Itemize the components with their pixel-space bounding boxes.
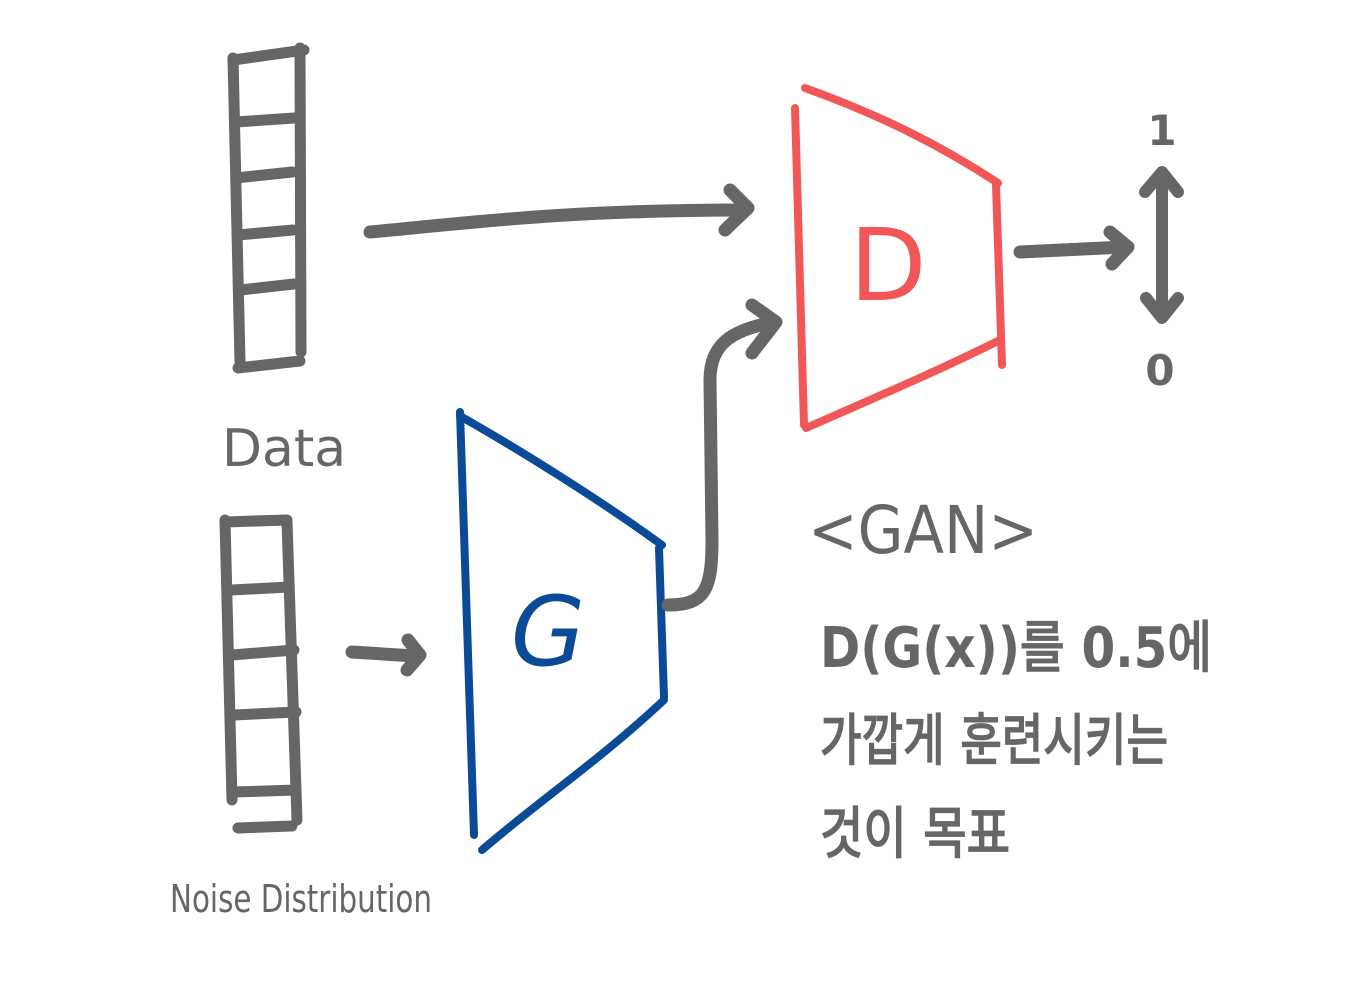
gan-title: <GAN> [808, 492, 1038, 569]
g-to-d-arrow [661, 298, 783, 612]
generator-label: G [511, 576, 585, 688]
output-top-label: 1 [1147, 106, 1176, 155]
noise-to-g-arrow [345, 633, 427, 677]
description-line-3: 것이 목표 [820, 802, 1010, 867]
d-to-output-arrow [1013, 225, 1135, 271]
description-line-2: 가깝게 훈련시키는 [820, 709, 1168, 774]
description-line-1: D(G(x))를 0.5에 [820, 616, 1212, 681]
data-to-d-arrow [363, 183, 755, 239]
discriminator-block [791, 84, 1006, 432]
output-bottom-label: 0 [1145, 346, 1174, 395]
output-range [1139, 166, 1184, 324]
discriminator-label: D [849, 207, 926, 324]
noise-vector [219, 514, 303, 834]
generator-block [456, 408, 668, 854]
noise-label: Noise Distribution [170, 877, 432, 921]
data-label: Data [222, 419, 346, 479]
data-vector [227, 42, 310, 374]
